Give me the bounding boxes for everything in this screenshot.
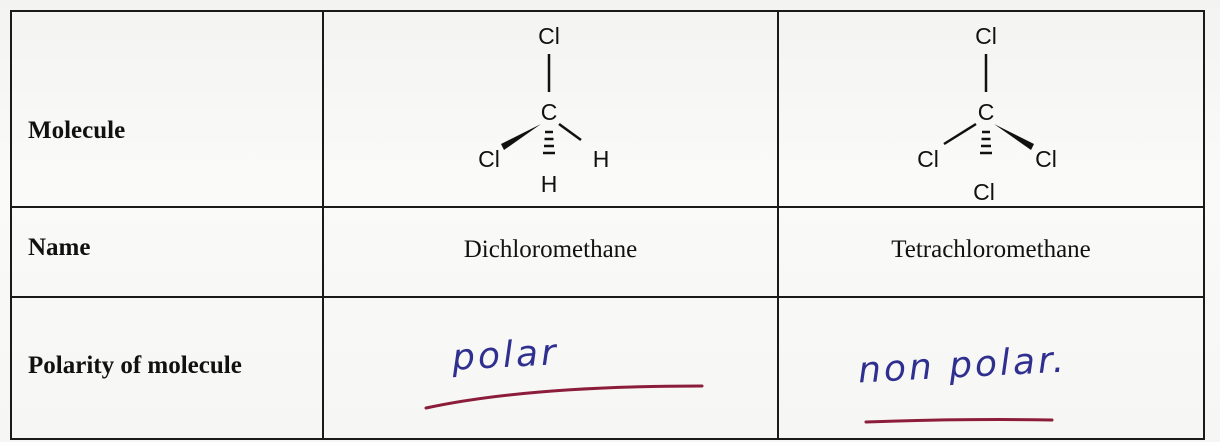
hash-bond-down <box>980 130 992 155</box>
atom-left: Cl <box>478 146 500 172</box>
wedge-bond-right <box>994 124 1034 150</box>
row-label-name: Name <box>28 234 91 261</box>
row-label-polarity: Polarity of molecule <box>28 352 242 379</box>
row-label-molecule: Molecule <box>28 117 126 144</box>
handwritten-answer-dichloromethane: polar <box>451 332 560 379</box>
row-divider-1 <box>10 206 1205 208</box>
name-dichloromethane: Dichloromethane <box>463 236 638 263</box>
hash-bond-down <box>543 130 555 155</box>
handwritten-answer-tetrachloromethane: non polar. <box>857 339 1068 392</box>
wedge-bond-left <box>501 124 541 150</box>
column-divider-2 <box>777 10 779 440</box>
atom-left: Cl <box>917 146 939 172</box>
atom-bottom: H <box>541 171 558 197</box>
atom-right: H <box>593 146 610 172</box>
column-divider-1 <box>322 10 324 440</box>
atom-center: C <box>541 99 558 125</box>
table-border-top <box>10 10 1205 12</box>
bond-left <box>943 122 977 146</box>
name-tetrachloromethane: Tetrachloromethane <box>891 236 1091 263</box>
atom-center: C <box>978 99 995 125</box>
table-border-right <box>1203 10 1205 440</box>
atom-right: Cl <box>1035 146 1057 172</box>
atom-bottom: Cl <box>973 179 995 204</box>
dichloromethane-structure: Cl C Cl H H <box>478 23 610 197</box>
table-border-bottom <box>10 438 1205 440</box>
underline-tetrachloromethane <box>864 418 1054 424</box>
tetrachloromethane-structure: Cl C Cl Cl Cl <box>917 23 1057 204</box>
atom-top: Cl <box>975 23 997 49</box>
bond-right <box>558 122 582 142</box>
row-divider-2 <box>10 296 1205 298</box>
table-border-left <box>10 10 12 440</box>
underline-dichloromethane <box>424 384 704 410</box>
atom-top: Cl <box>538 23 560 49</box>
